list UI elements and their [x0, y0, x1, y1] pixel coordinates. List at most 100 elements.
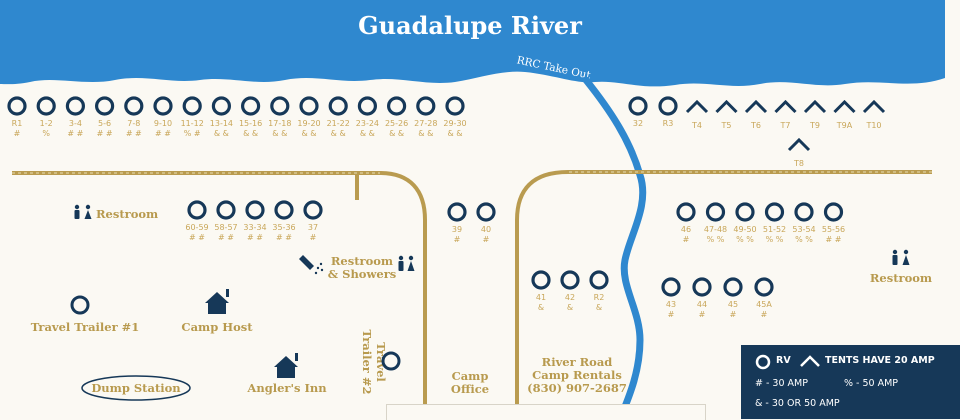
- camp-host-label: Camp Host: [181, 320, 253, 334]
- rv-site[interactable]: 45A#: [754, 277, 774, 319]
- rv-site-icon: [7, 96, 27, 116]
- restroom-right-label: Restroom: [870, 271, 932, 285]
- tent-legend-icon: [800, 355, 820, 367]
- restroom-showers-label: Restroom: [331, 254, 393, 268]
- site-amp: & &: [243, 129, 258, 138]
- rentals-name-1: River Road: [542, 355, 613, 369]
- site-number: 39: [452, 225, 462, 234]
- rv-site-icon: [692, 277, 712, 297]
- rv-site[interactable]: 5-6# #: [94, 96, 115, 138]
- rv-site-icon: [182, 96, 202, 116]
- cabin-icon: [274, 353, 298, 378]
- site-number: 25-26: [385, 119, 408, 128]
- travel-trailer-2-label-1: Travel: [374, 342, 388, 382]
- roads: [12, 170, 932, 404]
- tent-site[interactable]: T10: [862, 99, 886, 130]
- rv-site[interactable]: R2&: [589, 270, 609, 312]
- rv-site[interactable]: 29-30& &: [443, 96, 467, 138]
- rv-site[interactable]: 49-50% %: [733, 202, 757, 244]
- site-amp: &: [596, 303, 602, 312]
- tent-site[interactable]: T4: [685, 99, 709, 130]
- rv-site[interactable]: 45#: [723, 277, 743, 319]
- tent-icon: [787, 137, 811, 152]
- rv-site[interactable]: 17-18& &: [268, 96, 291, 138]
- rv-site[interactable]: R1#: [7, 96, 27, 138]
- site-number: 45A: [756, 300, 772, 309]
- tent-site[interactable]: T6: [744, 99, 768, 130]
- rv-site[interactable]: 53-54% %: [792, 202, 816, 244]
- rv-site[interactable]: 3-4# #: [65, 96, 86, 138]
- rv-site[interactable]: 60-59# #: [185, 200, 209, 242]
- legend: RV TENTS HAVE 20 AMP # - 30 AMP % - 50 A…: [741, 345, 960, 419]
- site-amp: % %: [795, 235, 813, 244]
- tent-site[interactable]: T9A: [833, 99, 856, 130]
- rv-site[interactable]: 13-14& &: [210, 96, 233, 138]
- rv-site-icon: [65, 96, 86, 116]
- rv-site-icon: [445, 96, 465, 116]
- site-amp: %: [42, 129, 50, 138]
- rv-site[interactable]: 46#: [676, 202, 696, 244]
- rv-site[interactable]: 23-24& &: [356, 96, 379, 138]
- site-number: R2: [594, 293, 605, 302]
- rv-site-icon: [476, 202, 496, 222]
- site-amp: #: [310, 233, 317, 242]
- rv-site[interactable]: 25-26& &: [385, 96, 408, 138]
- rv-site[interactable]: 21-22& &: [327, 96, 350, 138]
- rv-site[interactable]: 43#: [661, 277, 681, 319]
- showers-label: & Showers: [328, 267, 396, 281]
- rv-site[interactable]: 40#: [476, 202, 496, 244]
- rv-site[interactable]: 58-57# #: [214, 200, 238, 242]
- rv-site-icon: [447, 202, 467, 222]
- site-amp: # #: [189, 233, 205, 242]
- rv-site[interactable]: 11-12% #: [181, 96, 204, 138]
- site-number: 32: [633, 119, 643, 128]
- site-number: R1: [12, 119, 23, 128]
- site-number: T7: [780, 121, 791, 130]
- site-number: 5-6: [98, 119, 111, 128]
- site-amp: #: [483, 235, 490, 244]
- rv-site[interactable]: 42&: [560, 270, 580, 312]
- rv-site[interactable]: 44#: [692, 277, 712, 319]
- site-number: 3-4: [69, 119, 82, 128]
- tent-site[interactable]: T8: [787, 137, 811, 168]
- site-amp: % #: [184, 129, 201, 138]
- site-number: 46: [681, 225, 691, 234]
- camp-office-label-1: Camp: [452, 369, 489, 383]
- rv-site[interactable]: 37#: [303, 200, 323, 242]
- rv-site[interactable]: 33-34# #: [243, 200, 267, 242]
- rv-site[interactable]: 55-56# #: [822, 202, 845, 244]
- dump-station-label: Dump Station: [91, 381, 181, 395]
- rv-site[interactable]: 51-52% %: [763, 202, 786, 244]
- rv-site[interactable]: R3: [658, 96, 678, 128]
- tent-site[interactable]: T5: [715, 99, 738, 130]
- rv-site[interactable]: 19-20& &: [297, 96, 321, 138]
- site-number: 49-50: [733, 225, 756, 234]
- rv-site[interactable]: 7-8# #: [124, 96, 144, 138]
- legend-50-amp: % - 50 AMP: [844, 378, 899, 389]
- site-number: 40: [481, 225, 491, 234]
- restroom-icon: [892, 249, 910, 265]
- restroom-left-label: Restroom: [96, 207, 158, 221]
- rv-site[interactable]: 47-48% %: [704, 202, 727, 244]
- rv-site[interactable]: 15-16& &: [239, 96, 262, 138]
- tent-site[interactable]: T7: [774, 99, 797, 130]
- rv-site[interactable]: 9-10# #: [153, 96, 173, 138]
- rv-site[interactable]: 41&: [531, 270, 551, 312]
- rv-site[interactable]: 39#: [447, 202, 467, 244]
- guadalupe-river: [0, 0, 945, 87]
- rv-site[interactable]: 35-36# #: [272, 200, 296, 242]
- site-number: T6: [750, 121, 761, 130]
- rv-site[interactable]: 27-28& &: [414, 96, 437, 138]
- rv-site-icon: [705, 202, 726, 222]
- rv-site-icon: [299, 96, 319, 116]
- site-number: 37: [308, 223, 318, 232]
- site-number: 58-57: [214, 223, 237, 232]
- tent-icon: [715, 99, 738, 114]
- tent-site[interactable]: T9: [803, 99, 827, 130]
- rv-site[interactable]: 1-2%: [36, 96, 56, 138]
- site-amp: & &: [418, 129, 433, 138]
- tent-icon: [833, 99, 856, 114]
- site-amp: % %: [766, 235, 784, 244]
- site-amp: # #: [126, 129, 142, 138]
- rv-site[interactable]: 32: [628, 96, 648, 128]
